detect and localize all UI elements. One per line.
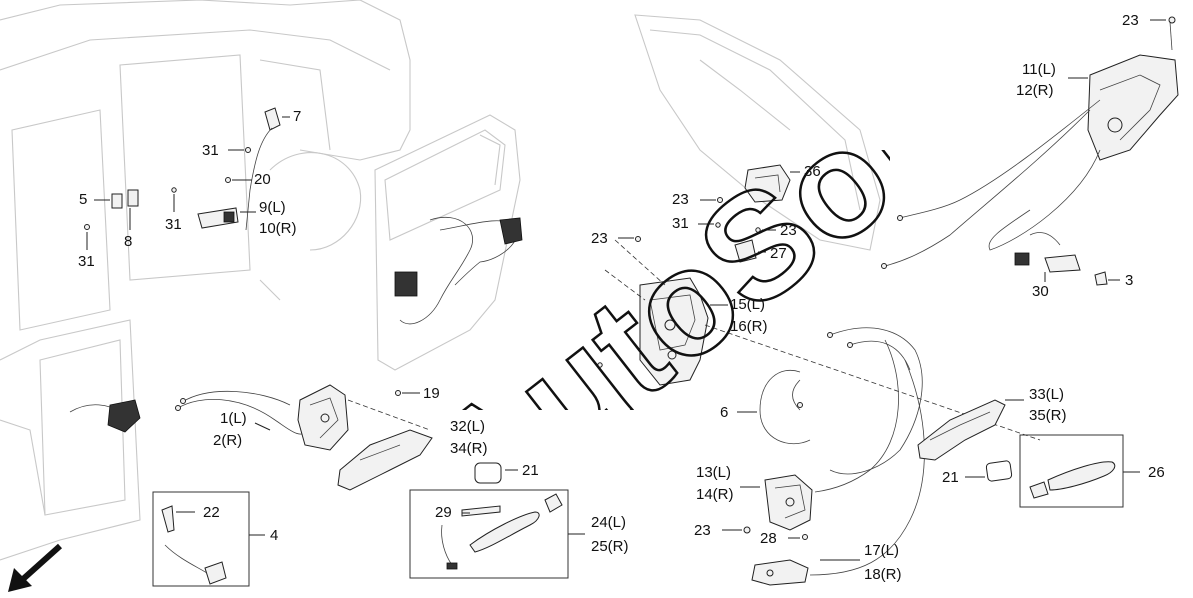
label-15: 15(L) <box>730 296 766 313</box>
part-11-rear-latch-assembly <box>881 16 1179 269</box>
part-36-rear-latch <box>744 164 800 203</box>
part-6-cable-assembly <box>737 327 925 576</box>
part-3-clip <box>1094 271 1120 286</box>
bolt-23-lower <box>722 526 751 534</box>
part-27-striker <box>734 239 766 263</box>
label-29: 29 <box>435 504 452 521</box>
part-1-latch-cable <box>175 390 311 435</box>
key-cylinder-box <box>152 491 265 587</box>
label-31-c: 31 <box>78 253 95 270</box>
rear-door-inner-panel <box>634 14 881 251</box>
label-6: 6 <box>720 404 729 421</box>
label-25: 25(R) <box>591 538 629 555</box>
label-14: 14(R) <box>696 486 734 503</box>
label-26: 26 <box>1148 464 1165 481</box>
label-19: 19 <box>423 385 440 402</box>
label-8: 8 <box>124 233 133 250</box>
label-33: 33(L) <box>1029 386 1065 403</box>
label-31-b: 31 <box>165 216 182 233</box>
bolt-23-center <box>698 197 776 233</box>
label-7: 7 <box>293 108 302 125</box>
label-21-b: 21 <box>942 469 959 486</box>
part-15-door-lock-assembly <box>597 236 1041 441</box>
label-24: 24(L) <box>591 514 627 531</box>
label-9: 9(L) <box>259 199 286 216</box>
label-17: 17(L) <box>864 542 900 559</box>
part-21-gasket-right <box>965 460 1013 482</box>
door-wiring-harness <box>394 216 523 325</box>
label-5: 5 <box>79 191 88 208</box>
part-20-clip <box>225 177 252 183</box>
label-31-a: 31 <box>202 142 219 159</box>
label-23-e: 23 <box>1122 12 1139 29</box>
part-19-bolt <box>395 390 420 396</box>
part-33-outer-handle-frame <box>917 399 1024 461</box>
part-17-bracket <box>751 559 860 586</box>
label-16: 16(R) <box>730 318 768 335</box>
outer-handle-box <box>409 489 585 579</box>
part-9-bracket <box>197 207 256 229</box>
label-36: 36 <box>804 163 821 180</box>
part-7-bracket <box>264 107 290 131</box>
label-32: 32(L) <box>450 418 486 435</box>
label-11: 11(L) <box>1022 61 1056 78</box>
label-4: 4 <box>270 527 279 544</box>
label-23-d: 23 <box>694 522 711 539</box>
harness-line-7 <box>245 127 273 231</box>
bolt-28 <box>788 534 808 540</box>
label-20: 20 <box>254 171 271 188</box>
label-27: 27 <box>770 245 787 262</box>
part-32-latch-body <box>297 384 349 451</box>
label-3: 3 <box>1125 272 1134 289</box>
part-5-hinge <box>94 189 139 230</box>
label-18: 18(R) <box>864 566 902 583</box>
label-28: 28 <box>760 530 777 547</box>
part-30-bracket <box>1044 254 1081 282</box>
part-26-handle-box <box>1019 434 1140 508</box>
part-34-handle-assembly <box>337 399 433 491</box>
label-13: 13(L) <box>696 464 732 481</box>
front-direction-arrow <box>8 543 63 592</box>
part-21-gasket-left <box>474 462 518 484</box>
label-23-c: 23 <box>591 230 608 247</box>
label-34: 34(R) <box>450 440 488 457</box>
front-door-inner-mechanism <box>69 399 141 433</box>
label-23-b: 23 <box>780 222 797 239</box>
label-21-a: 21 <box>522 462 539 479</box>
label-23-a: 23 <box>672 191 689 208</box>
label-1: 1(L) <box>220 410 247 427</box>
part-13-handle-base <box>740 474 813 531</box>
label-12: 12(R) <box>1016 82 1054 99</box>
label-30: 30 <box>1032 283 1049 300</box>
label-35: 35(R) <box>1029 407 1067 424</box>
label-10: 10(R) <box>259 220 297 237</box>
label-22: 22 <box>203 504 220 521</box>
label-31-d: 31 <box>672 215 689 232</box>
sliding-door-panel <box>374 114 521 371</box>
label-2: 2(R) <box>213 432 243 449</box>
bolt-31-group <box>84 147 251 250</box>
